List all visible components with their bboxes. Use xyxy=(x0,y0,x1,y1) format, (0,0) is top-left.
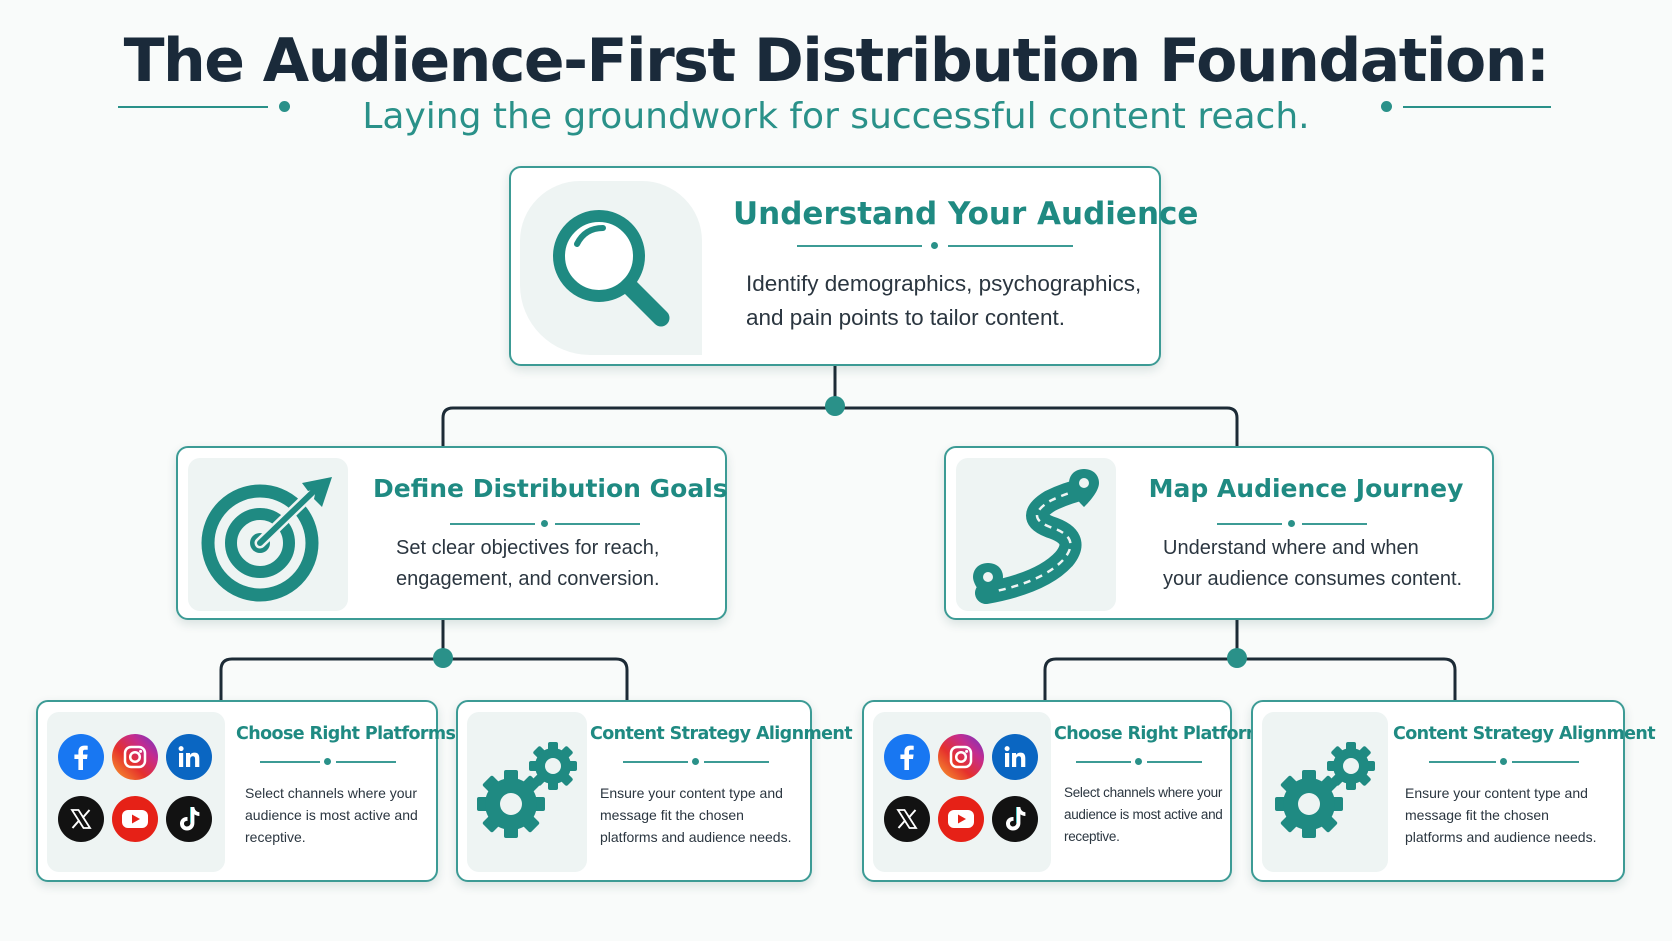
card-content-strategy-alignment: Content Strategy Alignment Ensure your c… xyxy=(456,700,853,882)
card-title: Define Distribution Goals xyxy=(373,474,728,503)
page-title: The Audience-First Distribution Foundati… xyxy=(123,26,1550,96)
title-divider-right-dot xyxy=(1381,101,1392,112)
tiktok-icon xyxy=(166,796,212,842)
platform-icon-grid xyxy=(58,734,212,842)
target-icon xyxy=(201,476,332,601)
card-description: Understand where and when your audience … xyxy=(1163,537,1463,590)
title-separator xyxy=(1076,758,1202,766)
page-subtitle: Laying the groundwork for successful con… xyxy=(362,96,1310,137)
card-title: Content Strategy Alignment xyxy=(590,724,853,744)
magnifying-glass-icon xyxy=(553,210,670,327)
title-divider-left-dot xyxy=(279,101,290,112)
card-title: Choose Right Platforms xyxy=(1054,724,1274,744)
linkedin-icon xyxy=(992,734,1038,780)
facebook-icon xyxy=(884,734,930,780)
x-icon xyxy=(58,796,104,842)
card-choose-right-platforms: Choose Right Platforms Select channels w… xyxy=(36,700,456,882)
connector-left-children xyxy=(219,657,629,700)
icon-tile xyxy=(1262,712,1388,872)
facebook-icon xyxy=(58,734,104,780)
card-title: Map Audience Journey xyxy=(1148,474,1464,503)
title-separator xyxy=(260,758,396,766)
icon-tile xyxy=(467,712,587,872)
card-description: Identify demographics, psychographics, a… xyxy=(746,271,1142,330)
card-understand-audience: Understand Your Audience Identify demogr… xyxy=(509,166,1199,366)
card-define-distribution-goals: Define Distribution Goals Set clear obje… xyxy=(176,446,728,620)
title-separator xyxy=(450,520,640,528)
journey-road-icon xyxy=(973,468,1099,604)
instagram-icon xyxy=(112,734,158,780)
card-description: Ensure your content type and message fit… xyxy=(1405,785,1597,845)
icon-tile xyxy=(520,181,702,355)
card-choose-right-platforms: Choose Right Platforms Select channels w… xyxy=(862,700,1274,882)
card-title: Content Strategy Alignment xyxy=(1393,724,1656,744)
gears-icon xyxy=(477,742,577,838)
linkedin-icon xyxy=(166,734,212,780)
title-divider-right xyxy=(1403,106,1551,108)
gears-icon xyxy=(1275,742,1375,838)
title-separator xyxy=(1217,520,1367,528)
card-description: Set clear objectives for reach, engageme… xyxy=(396,537,660,590)
x-icon xyxy=(884,796,930,842)
card-description: Ensure your content type and message fit… xyxy=(600,785,792,845)
title-separator xyxy=(623,758,769,766)
card-title: Understand Your Audience xyxy=(733,196,1199,232)
connector-right-children xyxy=(1043,657,1457,700)
instagram-icon xyxy=(938,734,984,780)
title-separator xyxy=(797,242,1073,250)
title-separator xyxy=(1429,758,1579,766)
card-content-strategy-alignment: Content Strategy Alignment Ensure your c… xyxy=(1251,700,1656,882)
junction-dot-root xyxy=(825,396,845,416)
tiktok-icon xyxy=(992,796,1038,842)
youtube-icon xyxy=(112,796,158,842)
junction-dot-right xyxy=(1227,648,1247,668)
card-title: Choose Right Platforms xyxy=(236,724,456,744)
icon-tile xyxy=(956,458,1116,611)
card-description: Select channels where your audience is m… xyxy=(1064,785,1223,844)
title-divider-left xyxy=(118,106,268,108)
card-map-audience-journey: Map Audience Journey Understand where an… xyxy=(944,446,1494,620)
card-description: Select channels where your audience is m… xyxy=(245,785,418,845)
platform-icon-grid xyxy=(884,734,1038,842)
youtube-icon xyxy=(938,796,984,842)
icon-tile xyxy=(188,458,348,611)
junction-dot-left xyxy=(433,648,453,668)
